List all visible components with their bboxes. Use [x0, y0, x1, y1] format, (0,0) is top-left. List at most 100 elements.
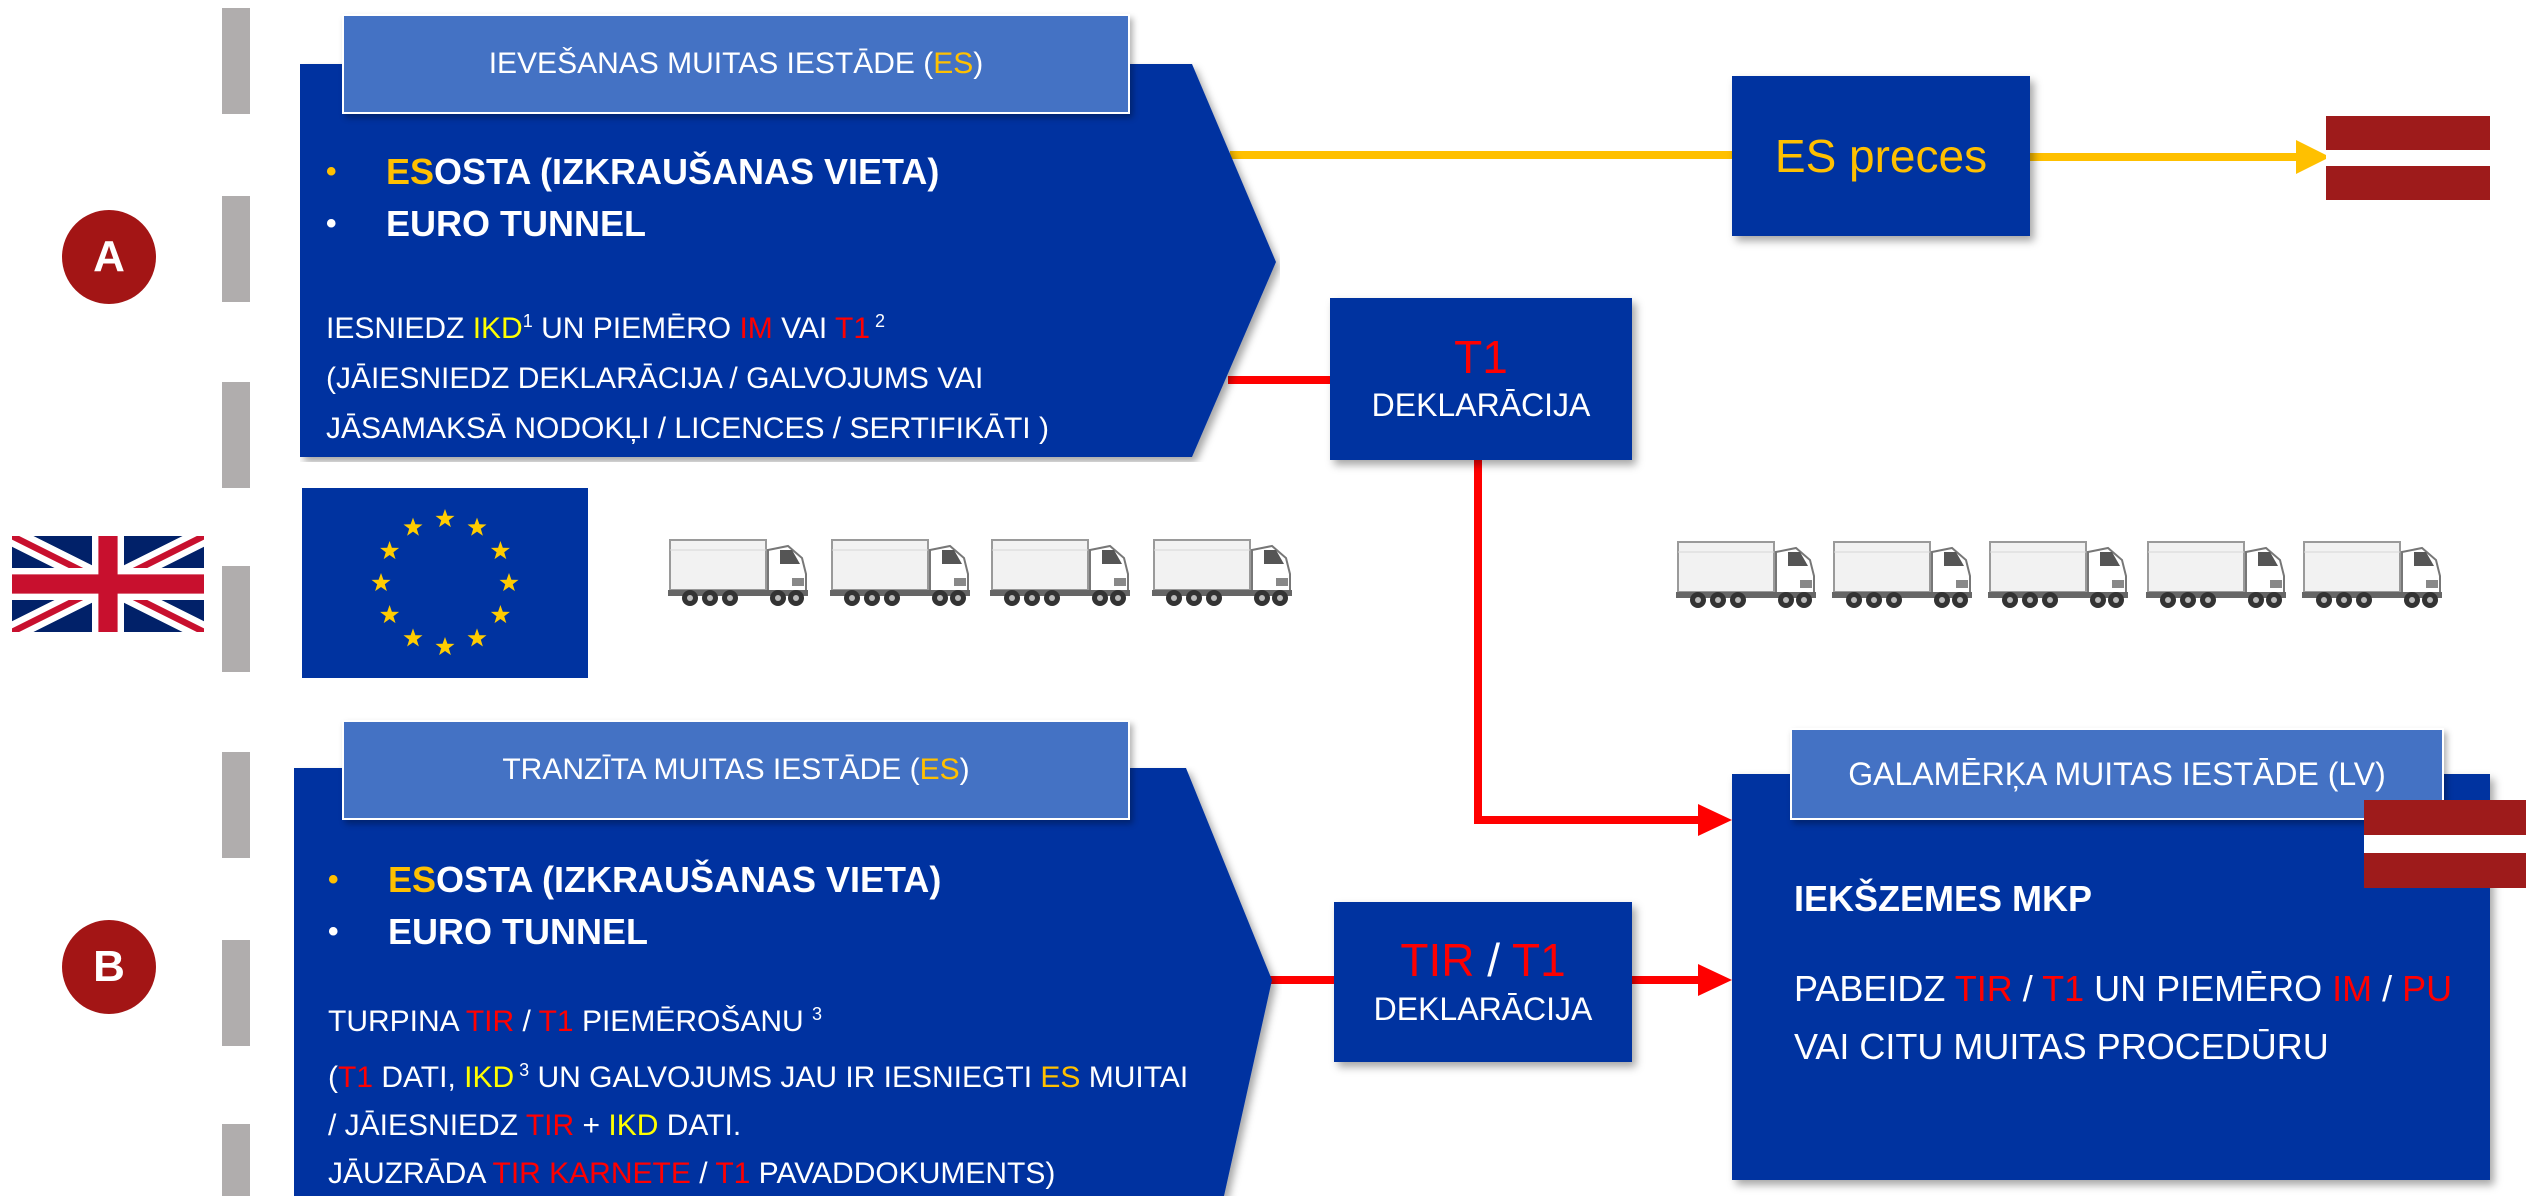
text: + [574, 1109, 609, 1142]
body-line: (T1 DATI, IKD 3 UN GALVOJUMS JAU IR IESN… [328, 1046, 1188, 1102]
text: DATI, [373, 1061, 465, 1094]
body-line: (JĀIESNIEDZ DEKLARĀCIJA / GALVOJUMS VAI [326, 362, 984, 395]
body-line: / JĀIESNIEDZ TIR + IKD DATI. [328, 1102, 1188, 1150]
eu-flag-icon [302, 488, 588, 678]
ikd-text: IKD [472, 312, 523, 345]
eu-star-icon [499, 573, 519, 592]
tab-text: GALAMĒRĶA MUITAS IESTĀDE (LV) [1848, 755, 2386, 792]
es-goods-label: ES preces [1774, 130, 1988, 182]
text: DATI. [658, 1109, 742, 1142]
footnote: 3 [514, 1060, 530, 1080]
tir-t1-declaration-box: TIR / T1 DEKLARĀCIJA [1334, 902, 1632, 1062]
eu-star-icon [467, 628, 487, 647]
ikd-text: IKD [608, 1109, 659, 1142]
truck-icon [668, 539, 809, 607]
pu-text: PU [2402, 968, 2453, 1009]
t1-code: T1 [1511, 934, 1566, 986]
truck-icon [1152, 539, 1293, 607]
bullet-row: •ES OSTA (IZKRAUŠANAS VIETA) [324, 854, 941, 906]
eu-star-icon [380, 605, 400, 624]
text: JĀUZRĀDA [328, 1157, 493, 1190]
text: / [2372, 968, 2403, 1009]
bullet-row: • EURO TUNNEL [324, 906, 941, 958]
eu-star-icon [435, 509, 455, 528]
tir-text: TIR [1954, 968, 2013, 1009]
latvia-flag-icon [2326, 116, 2490, 200]
eu-star-icon [490, 541, 510, 560]
body-line: JĀSAMAKSĀ NODOKĻI / LICENCES / SERTIFIKĀ… [326, 412, 1049, 445]
tir-karnete-text: TIR KARNETE [492, 1157, 691, 1190]
latvia-flag-icon [2364, 800, 2526, 888]
t1-text: T1 [2042, 968, 2085, 1009]
text: / [2012, 968, 2043, 1009]
tab-text-suffix: ) [959, 753, 970, 786]
truck-icon [1832, 541, 1973, 609]
footnote: 2 [870, 311, 886, 331]
destination-office-tab: GALAMĒRĶA MUITAS IESTĀDE (LV) [1790, 728, 2444, 820]
destination-body: PABEIDZ TIR / T1 UN PIEMĒRO IM / PU VAI … [1794, 960, 2452, 1076]
bullet-text: EURO TUNNEL [386, 203, 646, 244]
bullet-text: OSTA (IZKRAUŠANAS VIETA) [436, 859, 942, 900]
border-dash [222, 196, 250, 302]
text: PIEMĒROŠANU [573, 1005, 812, 1038]
tir-route-arrowhead [1698, 964, 1732, 996]
im-text: IM [739, 312, 773, 345]
footnote: 1 [522, 311, 533, 331]
tab-text-highlight: ES [933, 47, 974, 80]
body-line: TURPINA TIR / T1 PIEMĒROŠANU 3 [328, 990, 1188, 1046]
ikd-text: IKD [464, 1061, 515, 1094]
body-line: JĀUZRĀDA TIR KARNETE / T1 PAVADDOKUMENTS… [328, 1150, 1188, 1198]
body-line: PABEIDZ TIR / T1 UN PIEMĒRO IM / PU [1794, 960, 2452, 1018]
eu-star-icon [467, 517, 487, 536]
text: VAI [772, 312, 836, 345]
bullet-text: OSTA (IZKRAUŠANAS VIETA) [434, 151, 940, 192]
text: / [514, 1005, 539, 1038]
border-dash [222, 8, 250, 114]
eu-star-icon [403, 628, 423, 647]
body-line: VAI CITU MUITAS PROCEDŪRU [1794, 1026, 2329, 1067]
bullet-dot: • [326, 155, 337, 188]
tab-text-suffix: ) [973, 47, 984, 80]
text: IESNIEDZ [326, 312, 473, 345]
im-text: IM [2332, 968, 2373, 1009]
tab-text-highlight: ES [919, 753, 960, 786]
text: ( [328, 1061, 338, 1094]
text: UN PIEMĒRO [2084, 968, 2333, 1009]
bullet-row: •EURO TUNNEL [322, 198, 939, 250]
t1-text: T1 [538, 1005, 574, 1038]
truck-icon [1988, 541, 2129, 609]
eu-star-icon [403, 517, 423, 536]
text: MUITAI [1080, 1061, 1189, 1094]
import-office-tab: IEVEŠANAS MUITAS IESTĀDE (ES) [342, 14, 1130, 114]
body-line: IESNIEDZ IKD1 UN PIEMĒRO IM VAI T1 2 [326, 296, 1049, 354]
truck-icon [830, 539, 971, 607]
t1-code: T1 [1454, 331, 1508, 383]
bullet-highlight: ES [388, 859, 437, 900]
truck-icon [1676, 541, 1817, 609]
bullet-dot: • [328, 915, 339, 948]
marker-b: B [62, 920, 156, 1014]
text: PABEIDZ [1794, 968, 1955, 1009]
marker-a: A [62, 210, 156, 304]
uk-flag-icon [12, 536, 204, 632]
tab-text-prefix: IEVEŠANAS MUITAS IESTĀDE ( [488, 47, 934, 80]
transit-office-tab: TRANZĪTA MUITAS IESTĀDE (ES) [342, 720, 1130, 820]
tir-text: TIR [465, 1005, 515, 1038]
tir-code: TIR [1400, 934, 1475, 986]
border-dash [222, 940, 250, 1046]
tir-t1-label: DEKLARĀCIJA [1373, 991, 1593, 1027]
destination-heading: IEKŠZEMES MKP [1794, 878, 2093, 919]
t1-label: DEKLARĀCIJA [1371, 387, 1591, 423]
bullet-text: EURO TUNNEL [388, 911, 648, 952]
t1-declaration-box: T1 DEKLARĀCIJA [1330, 298, 1632, 460]
es-goods-box: ES preces [1732, 76, 2030, 236]
border-dash [222, 1124, 250, 1196]
t1-text: T1 [715, 1157, 751, 1190]
bullet-row: •ES OSTA (IZKRAUŠANAS VIETA) [322, 146, 939, 198]
tir-t1-code: TIR / T1 [1400, 933, 1565, 987]
text: / JĀIESNIEDZ [328, 1109, 526, 1142]
transit-office-shape [294, 768, 1272, 1196]
text: UN GALVOJUMS JAU IR IESNIEGTI [529, 1061, 1041, 1094]
transit-office-body: TURPINA TIR / T1 PIEMĒROŠANU 3 (T1 DATI,… [328, 990, 1188, 1198]
